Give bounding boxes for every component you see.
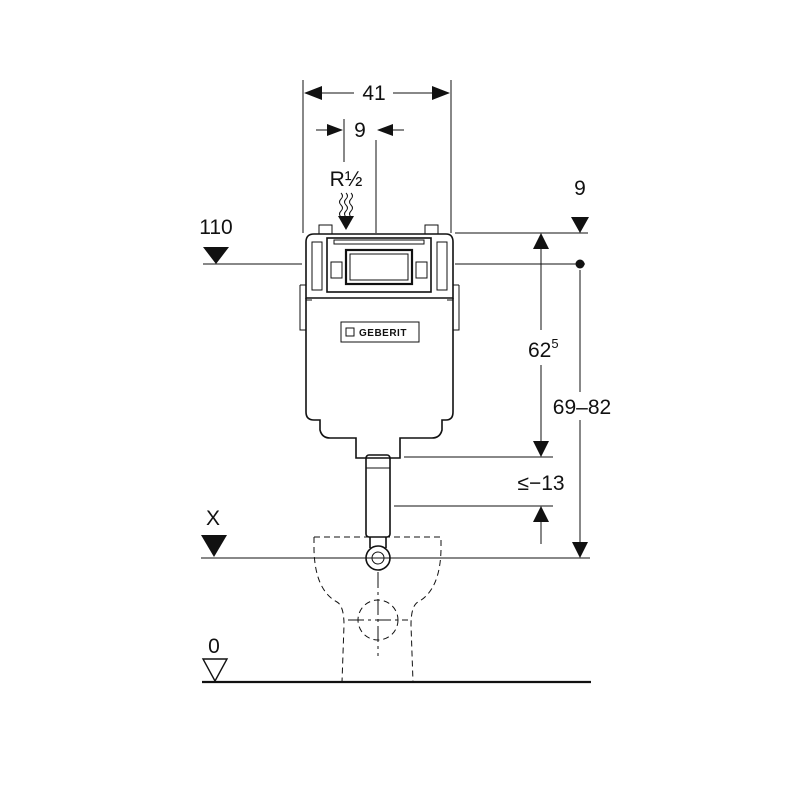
level-floor: 0 <box>201 635 591 684</box>
label-level-floor: 0 <box>208 635 220 658</box>
level-x: X <box>201 507 590 559</box>
label-level-110: 110 <box>199 216 232 239</box>
brand-logo: GEBERIT <box>340 321 420 343</box>
cistern-upper-frame <box>305 233 454 299</box>
arrowhead-top-offset <box>571 217 589 233</box>
toilet-bowl <box>313 536 442 683</box>
actuator-top-rail <box>333 239 425 245</box>
level-marker-110-icon <box>203 247 229 264</box>
side-bracket-left <box>299 284 306 331</box>
label-inlet-thread: R½ <box>330 168 363 191</box>
arrowhead-minus-13 <box>533 506 549 522</box>
actuator-opening <box>326 237 432 293</box>
water-wave-icon <box>339 192 343 218</box>
inlet-arrow-icon <box>338 216 354 230</box>
dimension-41: 41 <box>302 80 452 233</box>
actuator-latch-left <box>330 261 343 279</box>
frame-rail-right <box>436 241 448 291</box>
logo-square-icon <box>345 327 355 337</box>
arrowhead-41-left <box>304 86 322 100</box>
cistern: GEBERIT <box>299 224 460 459</box>
label-inlet-9: 9 <box>354 119 366 142</box>
flush-pipe-body <box>365 454 391 538</box>
label-width-41: 41 <box>362 82 385 105</box>
logo-frame <box>340 321 420 343</box>
label-level-x: X <box>206 507 220 530</box>
side-bracket-right <box>453 284 460 331</box>
water-inlet: R½ <box>330 168 363 230</box>
arrowhead-9-left <box>327 124 343 136</box>
label-height-62-sup: 5 <box>551 336 558 351</box>
reference-point-dot <box>575 259 585 269</box>
arrowhead-62-bottom <box>533 441 549 457</box>
arrowhead-69-bottom <box>572 542 588 558</box>
actuator-inner-frame <box>344 248 414 286</box>
level-110: 110 <box>199 216 585 269</box>
actuator-inner-panel <box>349 253 409 281</box>
arrowhead-41-right <box>432 86 450 100</box>
label-height-62: 625 <box>528 336 559 362</box>
level-marker-x-icon <box>201 535 227 557</box>
dimension-9-inlet: 9 <box>316 119 404 233</box>
label-height-range: 69–82 <box>553 396 611 419</box>
cistern-tank <box>305 298 454 459</box>
label-offset-lower: ≤−13 <box>517 472 564 495</box>
top-lug-left <box>318 224 333 235</box>
dimension-minus-13: ≤−13 <box>394 472 565 544</box>
actuator-latch-right <box>415 261 428 279</box>
bowl-outline-left <box>313 537 345 683</box>
water-wave-icon <box>344 192 348 218</box>
flush-pipe <box>365 454 391 571</box>
dimension-62-5: 625 <box>404 233 559 458</box>
top-lug-right <box>424 224 439 235</box>
arrowhead-62-top <box>533 233 549 249</box>
pipe-elbow <box>369 537 387 548</box>
water-wave-icon <box>349 192 353 218</box>
dimension-9-top-offset: 9 <box>455 177 589 234</box>
dimension-69-82: 69–82 <box>553 270 611 558</box>
logo-text: GEBERIT <box>359 328 407 339</box>
label-height-62-main: 62 <box>528 339 551 362</box>
label-top-offset-9: 9 <box>574 177 586 200</box>
level-marker-floor-icon <box>201 658 229 683</box>
frame-rail-left <box>311 241 323 291</box>
arrowhead-9-right <box>377 124 393 136</box>
